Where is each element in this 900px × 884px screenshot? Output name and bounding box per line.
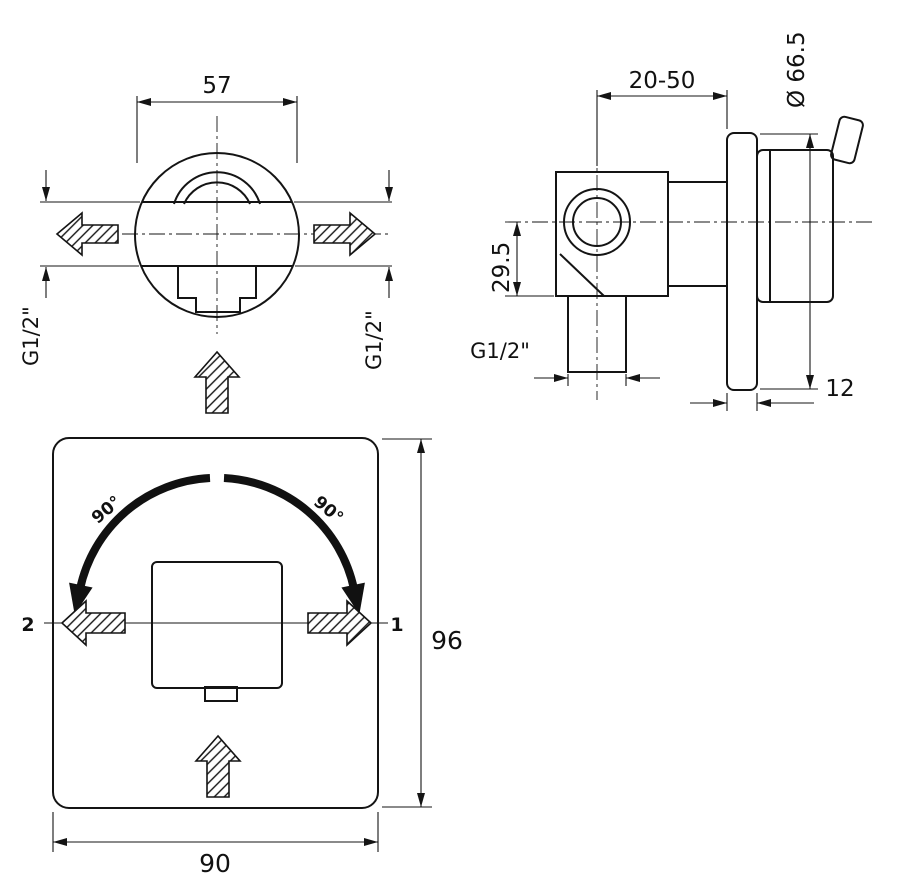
side-handle [756, 149, 834, 303]
front-hub-arc-inner [183, 181, 251, 205]
plate-inlet-arrow-up [194, 734, 242, 798]
dim295-value: 29.5 [489, 242, 515, 293]
dim90-extension-lines [52, 812, 379, 852]
front-extension-lines [40, 201, 392, 267]
dim12-extension-lines [726, 393, 758, 411]
dim665-value: Ø 66.5 [784, 31, 810, 108]
front-inlet-arrow-up [193, 350, 241, 414]
front-escutcheon-circle [134, 152, 300, 318]
plate-knob [151, 561, 283, 689]
front-view: 57 G1/2" G1/2" [19, 73, 393, 414]
dim57-extension-lines [136, 96, 298, 163]
dim57-value: 57 [202, 73, 231, 99]
dim96-value: 96 [431, 626, 463, 655]
rotation-arc-left [69, 474, 211, 615]
side-port-label: G1/2" [470, 339, 530, 363]
side-view: 20-50 Ø 66.5 29.5 G1/2" 12 [470, 31, 872, 411]
outlet-label-right: 1 [390, 614, 403, 636]
front-hub-arc-outer [173, 171, 261, 205]
dim2050-value: 20-50 [629, 68, 696, 94]
outlet-label-left: 2 [21, 614, 34, 636]
dim2050-extension-lines [596, 90, 728, 166]
plate-knob-tab [204, 686, 238, 702]
side-inlet-port-inner [572, 197, 622, 247]
side-valve-body [555, 171, 669, 297]
front-flow-arrow-right [313, 211, 377, 257]
front-port-label-right: G1/2" [362, 310, 386, 370]
plate-view: 90° 90° 2 1 96 90 [21, 437, 463, 878]
rotation-arc-right [223, 474, 365, 615]
side-wall-flange [726, 132, 758, 391]
front-port-label-left: G1/2" [19, 306, 43, 366]
side-connector [667, 181, 728, 287]
side-handle-stem [830, 115, 864, 165]
plate-outlet-arrow-right [307, 599, 373, 647]
front-body-band [141, 201, 293, 267]
rotation-label-left: 90° [88, 492, 126, 528]
side-inlet-port-outer [563, 188, 631, 256]
dim90-value: 90 [199, 849, 231, 878]
side-body-chamfer [559, 253, 605, 297]
front-bottom-port [177, 266, 257, 313]
dim665-extension-lines [760, 133, 818, 390]
plate-outlet-arrow-left [60, 599, 126, 647]
front-flow-arrow-left [55, 211, 119, 257]
side-bottom-pipe [567, 295, 627, 373]
dim12-value: 12 [825, 376, 854, 402]
